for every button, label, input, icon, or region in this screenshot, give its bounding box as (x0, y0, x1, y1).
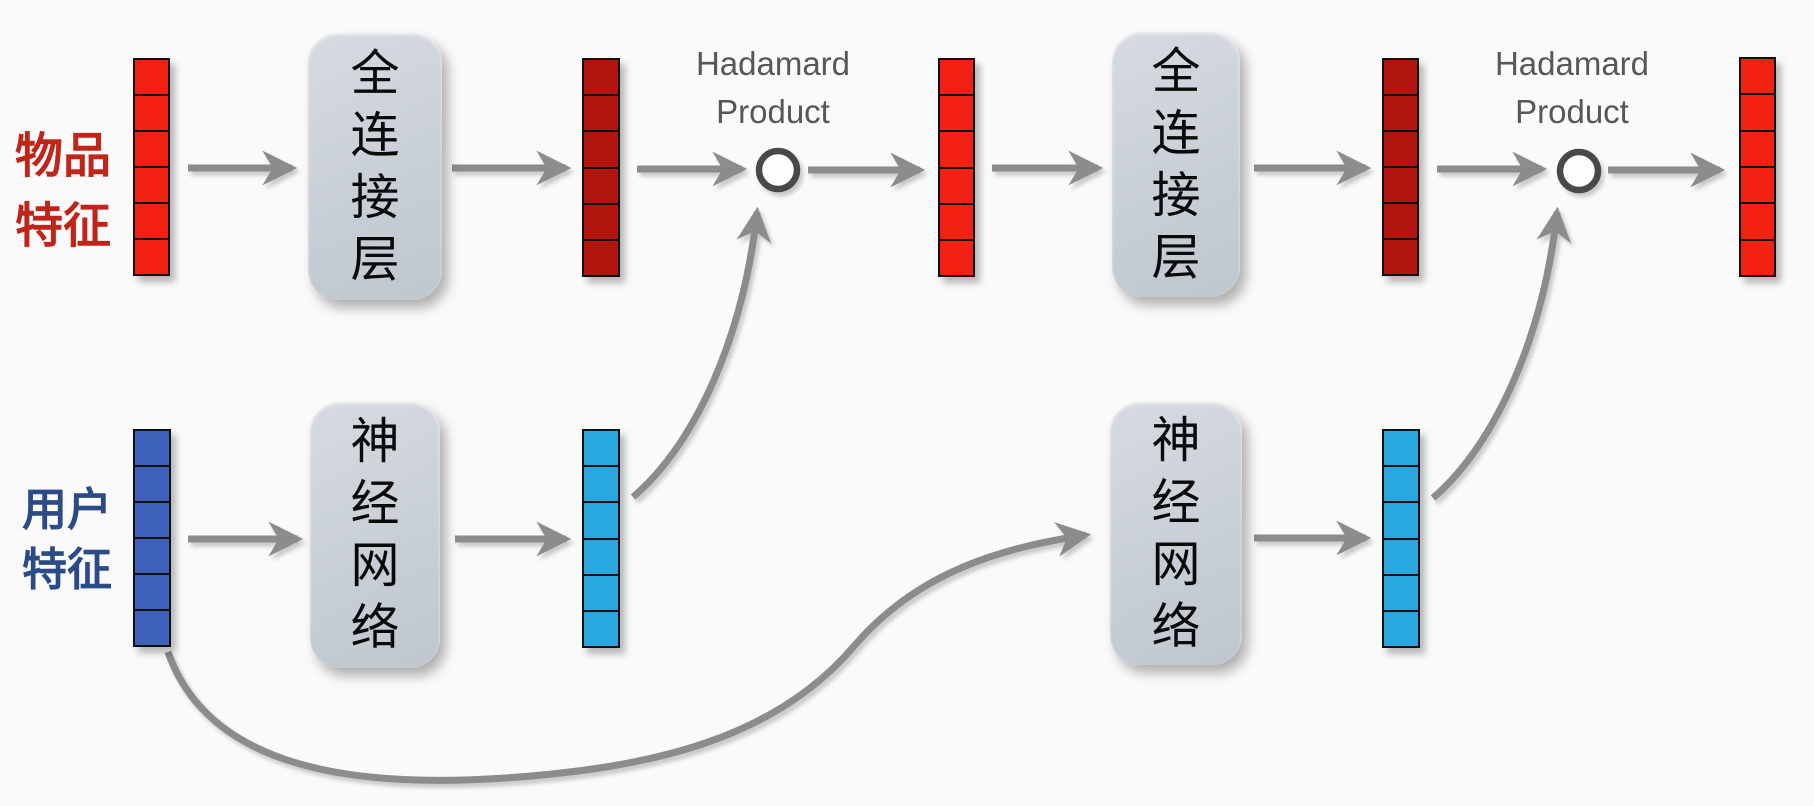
curve-user-input-to-nn2 (164, 522, 1092, 784)
box-nn1-char: 神 (350, 414, 400, 469)
box-nn2-char: 神 (1151, 412, 1201, 468)
vector-item-input (133, 58, 170, 276)
user-features-label: 用户 特征 (12, 480, 122, 600)
vector-user-input (133, 429, 171, 647)
box-nn1-char: 经 (350, 476, 400, 531)
box-fc2-char: 接 (1151, 167, 1201, 223)
box-nn2-char: 经 (1151, 474, 1201, 530)
box-neural-network-2: 神 经 网 络 (1110, 402, 1242, 665)
curve-user-hidden1-to-hadamard1 (630, 206, 772, 500)
vector-user-nn2-output (1382, 429, 1420, 649)
box-fc1-char: 连 (350, 107, 400, 163)
vector-final-output (1739, 57, 1776, 277)
item-features-label: 物品 特征 (8, 122, 118, 262)
vector-item-fc2-output (1382, 58, 1419, 276)
hadamard-label-1: Hadamard Product (667, 40, 879, 136)
box-fc1-char: 全 (350, 45, 400, 101)
hadamard-label-1-line1: Hadamard (695, 45, 851, 82)
box-fc2-char: 全 (1151, 43, 1201, 99)
box-nn2-char: 络 (1151, 598, 1201, 654)
vector-item-product1 (938, 58, 975, 278)
hadamard-label-2: Hadamard Product (1466, 40, 1678, 136)
vector-user-nn1-output (582, 429, 620, 649)
user-features-label-line1: 用户 (21, 485, 112, 535)
box-fc1-char: 层 (350, 231, 400, 287)
hadamard-label-2-line2: Product (1515, 93, 1629, 130)
hadamard-circle-1 (755, 147, 801, 193)
vector-item-fc1-output (582, 58, 620, 278)
item-features-label-line2: 特征 (14, 200, 111, 253)
box-neural-network-1: 神 经 网 络 (310, 402, 440, 668)
box-fully-connected-layer-1: 全 连 接 层 (308, 33, 442, 300)
item-features-label-line1: 物品 (14, 130, 111, 183)
user-features-label-line2: 特征 (21, 545, 112, 595)
box-fc1-char: 接 (350, 169, 400, 225)
hadamard-label-2-line1: Hadamard (1494, 45, 1650, 82)
box-fc2-char: 连 (1151, 105, 1201, 161)
hadamard-circle-2 (1556, 148, 1602, 194)
box-nn1-char: 络 (350, 600, 400, 655)
curve-user-hidden2-to-hadamard2 (1430, 206, 1572, 501)
box-fc2-char: 层 (1151, 229, 1201, 285)
box-nn1-char: 网 (350, 538, 400, 593)
box-fully-connected-layer-2: 全 连 接 层 (1112, 32, 1240, 297)
box-nn2-char: 网 (1151, 536, 1201, 592)
hadamard-label-1-line2: Product (716, 93, 830, 130)
